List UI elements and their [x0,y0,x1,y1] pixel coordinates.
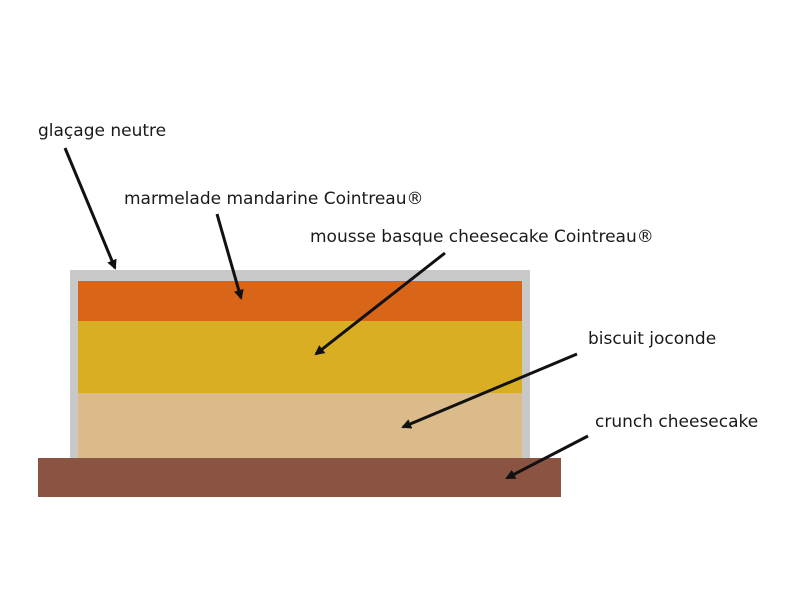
marmalade-label: marmelade mandarine Cointreau® [124,189,424,209]
mousse-arrow [314,251,446,356]
marmalade-layer [78,281,522,321]
crunch-label: crunch cheesecake [595,412,758,432]
glaze-arrow [63,147,117,270]
crunch-arrow [505,434,589,480]
mousse-layer [78,321,522,393]
crunch-layer [38,458,561,497]
biscuit-layer [78,393,522,458]
biscuit-arrow [401,352,578,429]
marmalade-arrow [215,213,244,300]
glaze-label: glaçage neutre [38,121,166,141]
biscuit-label: biscuit joconde [588,329,716,349]
mousse-label: mousse basque cheesecake Cointreau® [310,227,654,247]
